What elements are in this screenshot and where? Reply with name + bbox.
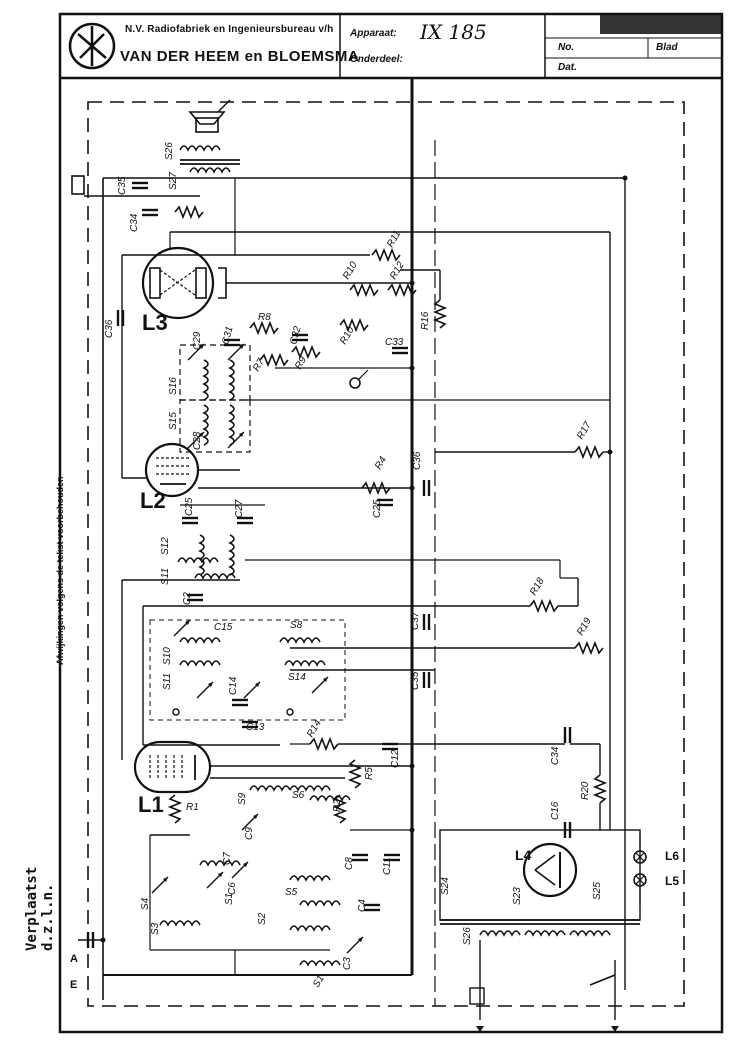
svg-text:R2: R2 — [332, 799, 343, 812]
svg-text:C15: C15 — [214, 622, 233, 633]
svg-text:S23: S23 — [512, 887, 523, 905]
svg-text:C29: C29 — [192, 331, 203, 350]
terminal-A: A — [70, 953, 78, 965]
svg-text:S8: S8 — [290, 620, 303, 631]
svg-text:S1: S1 — [311, 973, 327, 989]
apparaat-label: Apparaat: — [350, 28, 397, 39]
svg-text:C36: C36 — [104, 319, 115, 338]
svg-text:S2: S2 — [257, 912, 268, 925]
svg-text:R5: R5 — [364, 767, 375, 780]
svg-text:S27: S27 — [168, 172, 179, 190]
svg-text:S1: S1 — [224, 893, 235, 905]
svg-text:C3: C3 — [342, 957, 353, 970]
svg-text:S26: S26 — [462, 927, 473, 945]
svg-text:R9: R9 — [293, 355, 309, 372]
margin-note: Afwijkingen volgens de tekst voorbehoude… — [55, 476, 65, 665]
svg-text:C16: C16 — [550, 801, 561, 820]
svg-text:C14: C14 — [228, 676, 239, 695]
label-L4: L4 — [515, 847, 532, 863]
label-L5: L5 — [665, 874, 679, 888]
svg-text:C2: C2 — [182, 592, 193, 605]
label-L1: L1 — [138, 792, 164, 817]
svg-text:R20: R20 — [580, 781, 591, 800]
svg-text:C11: C11 — [382, 857, 393, 875]
svg-text:C28: C28 — [192, 431, 203, 450]
blad-label: Blad — [656, 42, 678, 53]
svg-text:S11: S11 — [160, 568, 171, 585]
label-L3: L3 — [142, 310, 168, 335]
svg-text:C25: C25 — [184, 497, 195, 516]
tube-L3 — [141, 246, 227, 320]
svg-text:S14: S14 — [288, 672, 306, 683]
svg-text:S6: S6 — [292, 790, 305, 801]
svg-text:R10: R10 — [341, 260, 360, 282]
svg-text:C12: C12 — [390, 749, 401, 768]
no-label: No. — [558, 42, 575, 53]
svg-text:C7: C7 — [222, 852, 233, 865]
svg-text:S25: S25 — [592, 882, 603, 900]
svg-text:S15: S15 — [168, 412, 179, 430]
svg-text:R17: R17 — [575, 420, 594, 442]
svg-text:C33: C33 — [385, 337, 404, 348]
svg-text:R14: R14 — [305, 718, 324, 740]
svg-text:C34: C34 — [550, 746, 561, 765]
label-L2: L2 — [140, 488, 166, 513]
rectifier-tube-L4 — [522, 842, 578, 898]
dial-lamps — [633, 835, 647, 905]
svg-text:C32: C32 — [288, 325, 303, 346]
svg-text:C25: C25 — [372, 499, 383, 518]
svg-text:C4: C4 — [357, 899, 368, 912]
apparaat-value: IX 185 — [420, 20, 487, 44]
company-line2: VAN DER HEEM en BLOEMSMA — [120, 48, 360, 65]
svg-text:S9: S9 — [237, 792, 248, 805]
onderdeel-label: Onderdeel: — [350, 54, 403, 65]
svg-text:S4: S4 — [140, 897, 151, 910]
label-L6: L6 — [665, 849, 679, 863]
tube-L1 — [133, 740, 212, 794]
svg-text:C8: C8 — [344, 857, 355, 870]
svg-text:R10: R10 — [338, 325, 357, 347]
svg-text:C35: C35 — [410, 671, 421, 690]
svg-text:R19: R19 — [575, 616, 594, 638]
svg-text:R18: R18 — [528, 576, 547, 598]
svg-text:R16: R16 — [420, 311, 431, 330]
svg-text:S16: S16 — [168, 377, 179, 395]
terminal-E: E — [70, 979, 77, 991]
svg-text:C9: C9 — [244, 827, 255, 840]
svg-text:S3: S3 — [150, 922, 161, 935]
svg-text:S24: S24 — [440, 877, 451, 895]
svg-text:S12: S12 — [160, 537, 171, 555]
chassis-outline — [87, 101, 685, 1007]
svg-text:R8: R8 — [258, 312, 271, 323]
sheet-frame — [58, 12, 724, 1034]
svg-text:S5: S5 — [285, 887, 298, 898]
svg-text:C36: C36 — [412, 451, 423, 470]
company-line1: N.V. Radiofabriek en Ingenieursbureau v/… — [125, 24, 334, 35]
svg-text:R1: R1 — [186, 802, 199, 813]
margin-note-lower: Verplaatst d.z.l.n. — [24, 866, 56, 951]
svg-text:C31: C31 — [220, 325, 235, 346]
svg-text:R4: R4 — [373, 455, 389, 472]
dat-label: Dat. — [558, 62, 577, 73]
svg-text:C6: C6 — [227, 882, 238, 895]
svg-text:S26: S26 — [164, 142, 175, 160]
svg-text:C34: C34 — [129, 213, 140, 232]
svg-text:C27: C27 — [234, 499, 245, 518]
svg-text:S10: S10 — [162, 647, 173, 665]
svg-text:C13: C13 — [246, 722, 265, 733]
svg-text:C37: C37 — [410, 611, 421, 630]
svg-text:S11: S11 — [162, 673, 173, 690]
company-logo — [68, 22, 116, 70]
svg-text:C35: C35 — [117, 176, 128, 195]
loudspeaker — [188, 99, 231, 133]
